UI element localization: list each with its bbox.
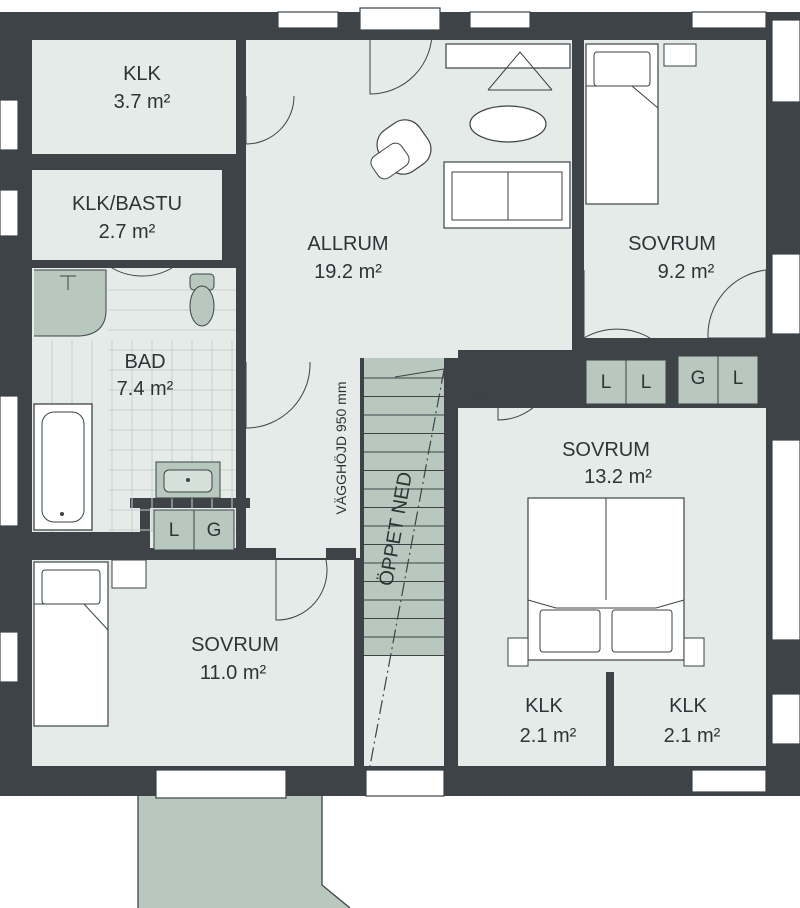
closet-label: G bbox=[207, 520, 222, 541]
room-area-sovrum-ne: 9.2 m² bbox=[658, 261, 715, 283]
bed-single-ne bbox=[585, 43, 697, 205]
sofa bbox=[443, 161, 571, 229]
room-name-klk-top: KLK bbox=[123, 63, 161, 85]
tv-bench bbox=[445, 43, 571, 91]
closet-label: L bbox=[169, 520, 180, 541]
room-area-sovrum-sw: 11.0 m² bbox=[200, 662, 267, 684]
closets-hall bbox=[585, 355, 759, 405]
stair-direction-line bbox=[369, 368, 445, 767]
toilet bbox=[189, 273, 215, 327]
windows bbox=[0, 7, 800, 799]
room-name-bad: BAD bbox=[124, 351, 165, 373]
room-name-allrum: ALLRUM bbox=[307, 233, 388, 255]
closet-label: L bbox=[641, 372, 652, 393]
wall-height-note: VÄGGHÖJD 950 mm bbox=[332, 381, 349, 514]
staircase bbox=[364, 358, 444, 766]
coffee-table bbox=[469, 105, 547, 143]
stair-treads bbox=[364, 377, 444, 656]
bed-double-e bbox=[507, 497, 705, 667]
doors bbox=[111, 29, 767, 621]
armchair bbox=[370, 119, 432, 180]
closet-label: G bbox=[691, 368, 706, 389]
balcony bbox=[137, 795, 351, 908]
room-name-sovrum-ne: SOVRUM bbox=[628, 233, 716, 255]
smoke-detector-icon bbox=[469, 387, 487, 405]
room-name-sovrum-e: SOVRUM bbox=[562, 439, 650, 461]
room-area-allrum: 19.2 m² bbox=[314, 261, 382, 283]
room-name-klk-s2: KLK bbox=[669, 695, 707, 717]
bed-single-sw bbox=[33, 559, 147, 727]
closets-sw bbox=[153, 509, 235, 551]
room-name-klk-s1: KLK bbox=[525, 695, 563, 717]
room-area-klk-s2: 2.1 m² bbox=[664, 725, 721, 747]
room-area-klk-s1: 2.1 m² bbox=[520, 725, 577, 747]
closet-label: L bbox=[601, 372, 612, 393]
room-area-bad: 7.4 m² bbox=[117, 378, 174, 400]
room-name-klk-bastu: KLK/BASTU bbox=[72, 193, 182, 215]
closet-label: L bbox=[733, 368, 744, 389]
room-area-klk-bastu: 2.7 m² bbox=[99, 221, 156, 243]
sink bbox=[155, 461, 221, 499]
shower bbox=[34, 269, 107, 337]
room-area-klk-top: 3.7 m² bbox=[114, 91, 171, 113]
room-name-sovrum-sw: SOVRUM bbox=[191, 634, 279, 656]
bathtub bbox=[33, 403, 93, 531]
inner-walls bbox=[32, 40, 766, 766]
room-area-sovrum-e: 13.2 m² bbox=[584, 466, 652, 488]
